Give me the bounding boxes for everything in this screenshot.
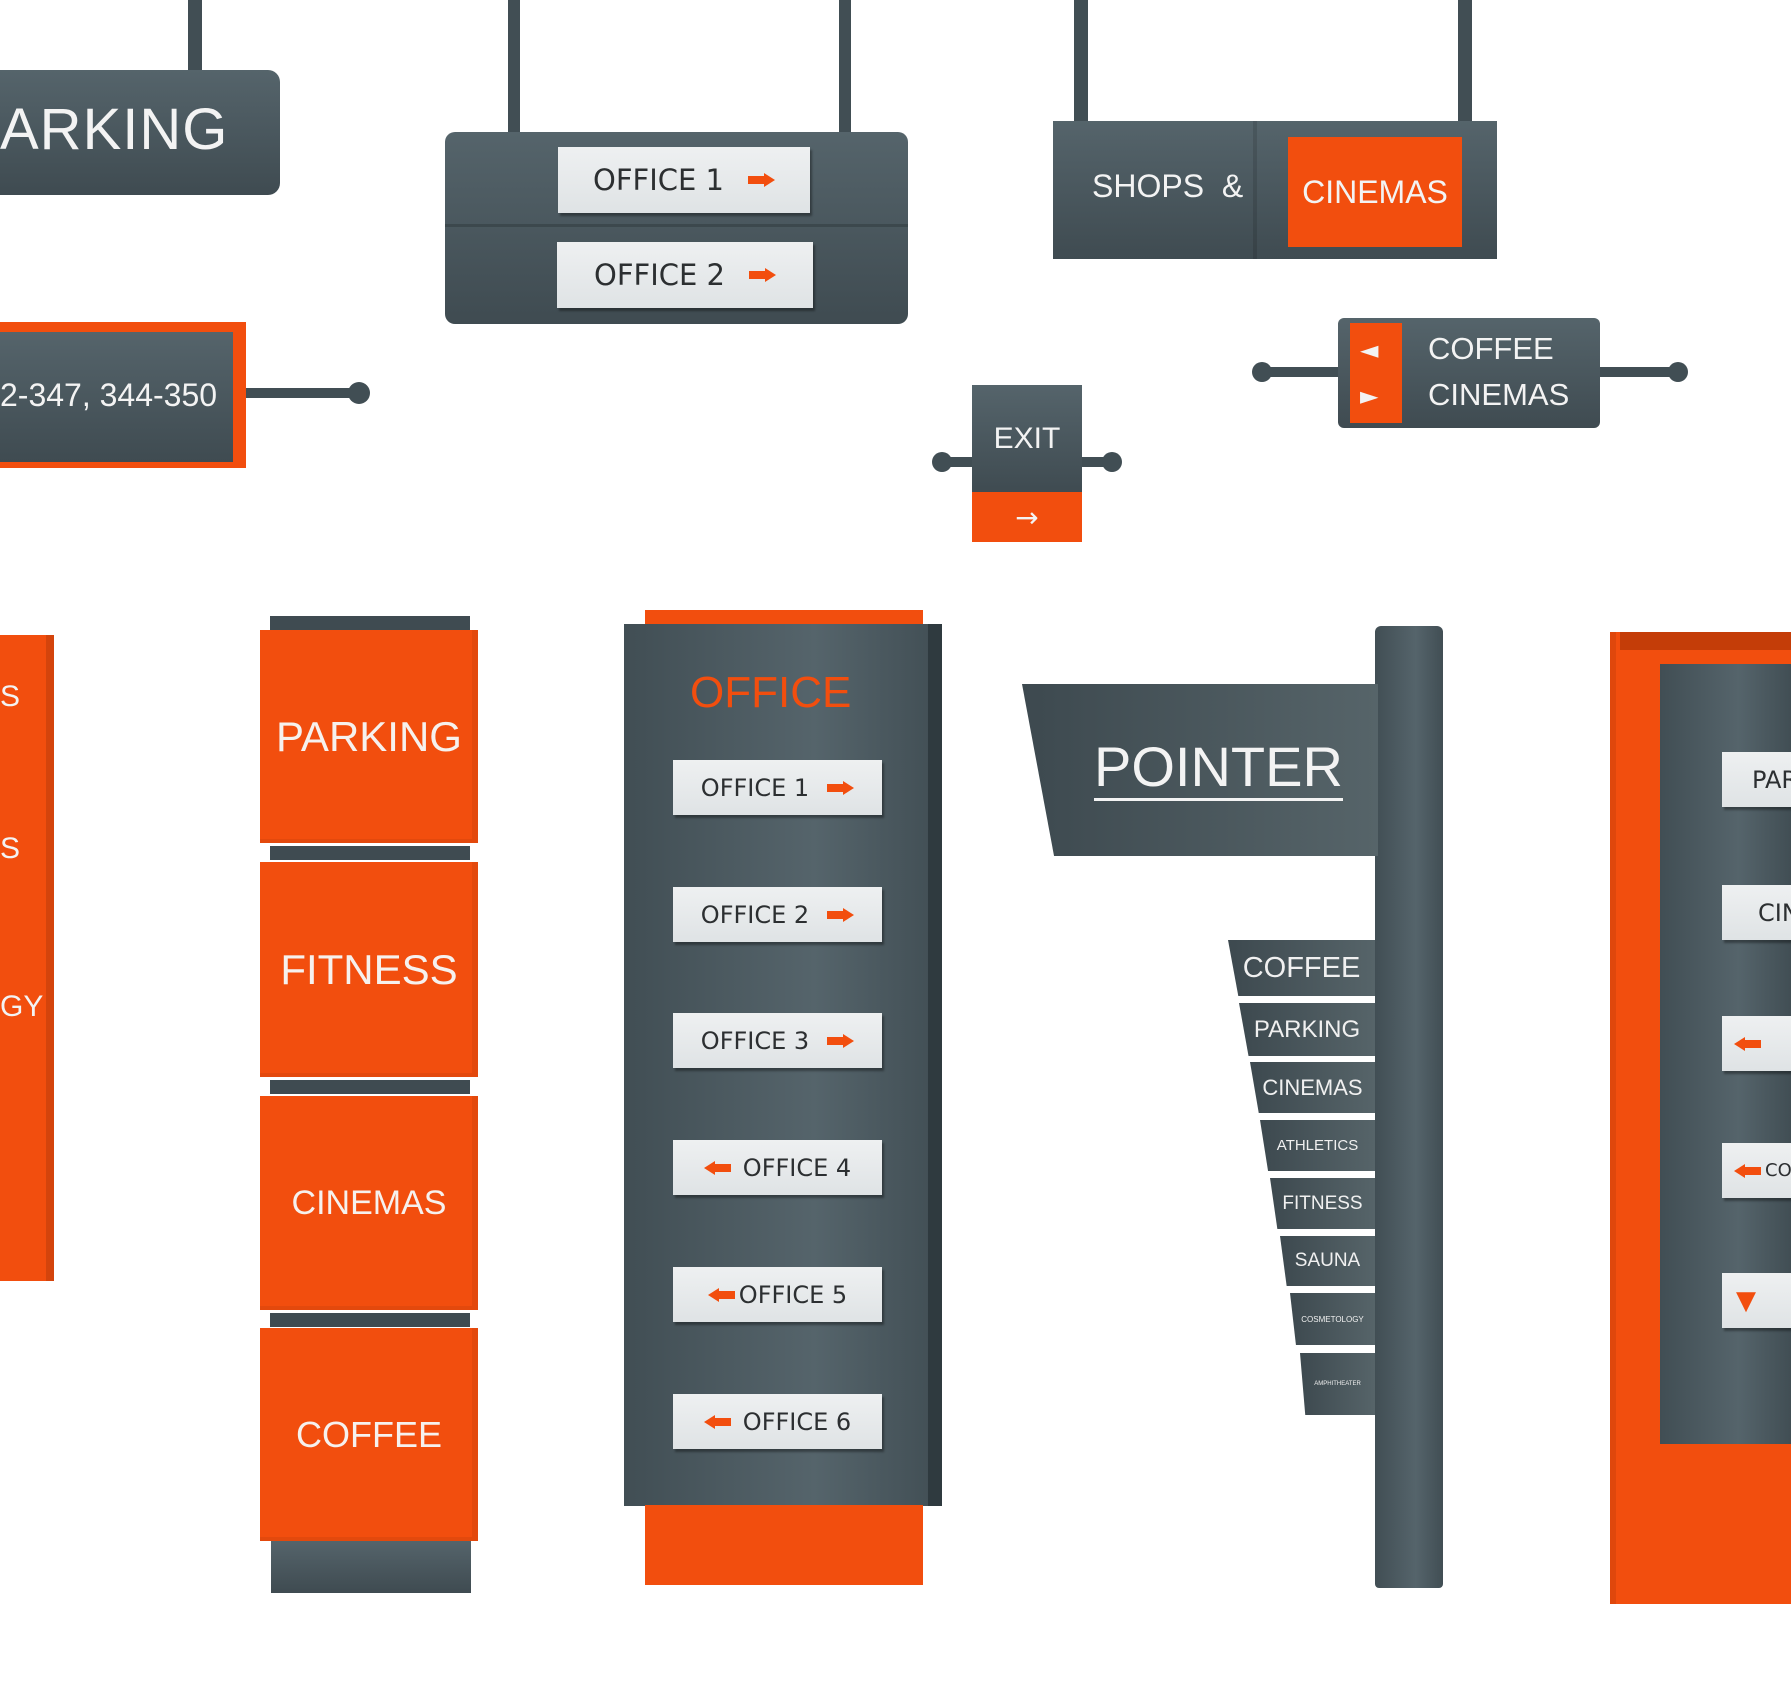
office-1-plate: OFFICE 1 [558,147,810,213]
pointer-tab-athletics-label: ATHLETICS [1276,1137,1359,1154]
office-totem-item-4: OFFICE 4 [673,1140,882,1195]
pointer-tab-coffee: COFFEE [1228,940,1375,996]
arrow-right-icon [827,780,855,795]
arrow-left-icon [703,1414,731,1429]
left-pillar-text-3: GY [0,990,44,1023]
fitness-cube: FITNESS [260,862,478,1077]
arrow-left-icon [703,1160,731,1175]
office-2-plate: OFFICE 2 [557,242,813,308]
right-totem-item-2-label: CIN [1758,898,1791,927]
office-totem-item-4-label: OFFICE 4 [742,1153,852,1182]
office-2-label: OFFICE 2 [594,258,725,292]
room-number-text: 2-347, 344-350 [0,377,218,413]
office-totem-item-6: OFFICE 6 [673,1394,882,1449]
coffee-label: COFFEE [1428,331,1554,366]
arrow-right-icon [747,173,775,187]
pointer-post [1375,626,1443,1588]
arrow-right-icon [827,907,855,922]
office-1-label: OFFICE 1 [593,163,724,197]
coffee-cube: COFFEE [260,1328,478,1541]
right-totem-item-5: ▼ [1722,1273,1791,1328]
pointer-title: POINTER [1094,736,1343,801]
arrow-down-icon: ▼ [1736,1285,1756,1316]
pointer-tab-cinemas: CINEMAS [1250,1062,1375,1113]
pointer-board [1022,684,1378,856]
pointer-tab-sauna: SAUNA [1280,1236,1375,1286]
arrow-right-icon [827,1033,855,1048]
office-totem-item-1-label: OFFICE 1 [700,773,810,802]
arrow-right-icon: ► [1360,382,1379,410]
pointer-tab-coffee-label: COFFEE [1242,951,1361,984]
fitness-cube-label: FITNESS [280,945,458,993]
exit-label: EXIT [993,422,1061,455]
office-totem-item-5-label: OFFICE 5 [738,1280,848,1309]
cinemas-wall-label: CINEMAS [1428,377,1570,412]
office-totem-item-3-label: OFFICE 3 [700,1026,810,1055]
pointer-tab-parking: PARKING [1239,1003,1375,1056]
pointer-tab-amphitheater-label: AMPHITHEATER [1314,1381,1361,1387]
parking-cube: PARKING [260,630,478,843]
right-totem-item-4: CO [1722,1143,1791,1198]
right-totem-item-3 [1722,1016,1791,1071]
right-totem-item-2: CIN [1722,885,1791,940]
pointer-tab-cosmetology: COSMETOLOGY [1290,1293,1375,1345]
office-totem-item-2-label: OFFICE 2 [700,900,810,929]
pointer-tab-fitness-label: FITNESS [1282,1192,1363,1214]
exit-arrow-panel: → [972,492,1082,542]
parking-hanging-sign: ARKING [0,70,280,195]
arrow-right-icon: → [1015,500,1039,534]
left-pillar [0,635,54,1281]
pointer-tab-cosmetology-label: COSMETOLOGY [1301,1314,1364,1324]
pointer-tab-cinemas-label: CINEMAS [1262,1074,1363,1100]
pointer-tab-amphitheater: AMPHITHEATER [1300,1353,1375,1415]
cubes-base [271,1541,471,1593]
office-totem-base [645,1505,923,1585]
office-totem-title: OFFICE [690,668,852,717]
exit-sign: EXIT [972,385,1082,493]
pointer-tab-athletics: ATHLETICS [1260,1120,1375,1171]
parking-hanging-text: ARKING [0,97,229,162]
right-totem-item-1: PAR [1722,752,1791,807]
cinemas-label: CINEMAS [1302,173,1448,210]
office-totem-item-3: OFFICE 3 [673,1013,882,1068]
left-pillar-text-2: S [0,832,21,865]
shops-label: SHOPS & [1092,168,1244,204]
arrow-left-icon: ◄ [1360,336,1379,364]
pointer-tab-fitness: FITNESS [1270,1178,1375,1229]
pointer-tab-parking-label: PARKING [1253,1015,1361,1043]
right-totem-item-1-label: PAR [1752,765,1791,794]
cinemas-panel: CINEMAS [1288,137,1462,247]
pointer-tab-sauna-label: SAUNA [1294,1250,1361,1271]
office-totem-item-6-label: OFFICE 6 [742,1407,852,1436]
parking-cube-label: PARKING [276,712,462,760]
office-totem-item-5: OFFICE 5 [673,1267,882,1322]
office-totem-item-2: OFFICE 2 [673,887,882,942]
arrow-right-icon [748,268,776,282]
left-pillar-text-1: S [0,680,21,713]
arrow-left-icon [707,1287,735,1302]
arrow-left-icon [1734,1163,1761,1178]
cinemas-cube: CINEMAS [260,1096,478,1310]
right-totem-item-4-label: CO [1765,1160,1791,1181]
office-totem-item-1: OFFICE 1 [673,760,882,815]
arrow-left-icon [1734,1036,1761,1051]
cinemas-cube-label: CINEMAS [291,1183,447,1222]
coffee-cube-label: COFFEE [295,1413,442,1455]
